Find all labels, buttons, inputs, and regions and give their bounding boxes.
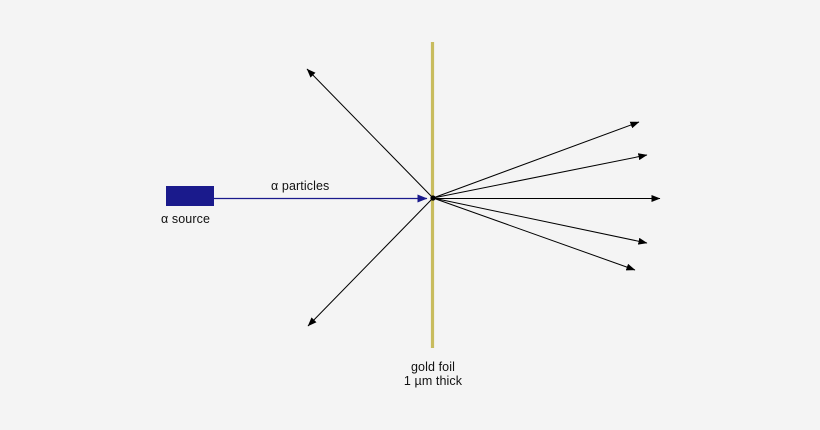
scattered-ray-forward-upper-1 bbox=[432, 121, 640, 199]
scattered-ray-backscatter-upper-left bbox=[306, 68, 434, 199]
gold-foil-label: gold foil 1 µm thick bbox=[404, 360, 462, 388]
alpha-source-block bbox=[166, 186, 214, 206]
scattered-ray-backscatter-lower-left bbox=[307, 197, 434, 327]
gold-foil-label-line2: 1 µm thick bbox=[403, 374, 463, 388]
scattered-ray-forward-upper-2 bbox=[432, 153, 648, 199]
scattered-ray-forward-lower-1 bbox=[432, 197, 648, 245]
gold-foil-label-line1: gold foil bbox=[411, 360, 455, 374]
alpha-source-label: α source bbox=[161, 212, 211, 226]
scattered-ray-forward-lower-2 bbox=[432, 197, 636, 271]
scattering-point bbox=[430, 195, 436, 201]
alpha-particles-label: α particles bbox=[271, 179, 330, 193]
